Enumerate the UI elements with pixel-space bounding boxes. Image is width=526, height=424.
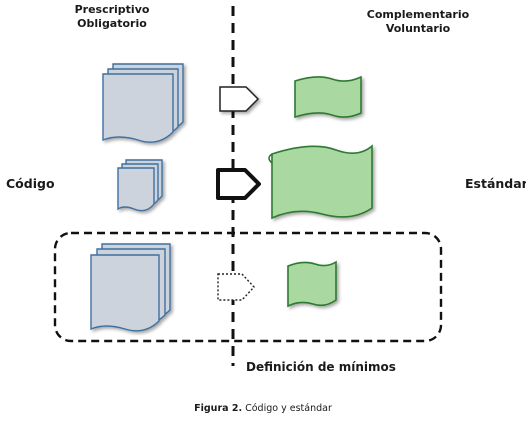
minimum-definition-group-box: [53, 231, 443, 343]
standard-label: Estándar: [465, 176, 526, 191]
header-complementary-voluntary: Complementario Voluntario: [356, 8, 480, 36]
code-label: Código: [6, 176, 55, 191]
arrow-connector-thin: [219, 86, 260, 112]
arrow-connector-dotted: [217, 273, 255, 301]
document-sheet-front: [102, 73, 174, 143]
document-stack-large: [102, 63, 184, 143]
header-mandatory: Obligatorio: [77, 17, 147, 30]
document-sheet-front: [90, 254, 160, 332]
standard-shape-row2: [271, 144, 373, 220]
figure-caption-text: Código y estándar: [245, 403, 332, 414]
document-stack-small: [117, 159, 163, 212]
header-prescriptive: Prescriptivo: [74, 3, 150, 16]
minimum-definition-label: Definición de mínimos: [246, 360, 396, 374]
standard-shape-row2-curl: [268, 153, 273, 164]
standard-shape-row3: [287, 260, 337, 308]
document-sheet-front: [117, 167, 155, 212]
header-complementary: Complementario: [366, 8, 470, 21]
header-prescriptive-mandatory: Prescriptivo Obligatorio: [62, 3, 162, 31]
figure-caption: Figura 2. Código y estándar: [0, 403, 526, 414]
arrow-connector-bold: [216, 168, 261, 200]
header-voluntary: Voluntario: [385, 22, 451, 35]
standard-shape-row1: [294, 75, 362, 119]
figure-number: Figura 2.: [194, 403, 243, 414]
document-stack-grouped: [90, 243, 171, 332]
